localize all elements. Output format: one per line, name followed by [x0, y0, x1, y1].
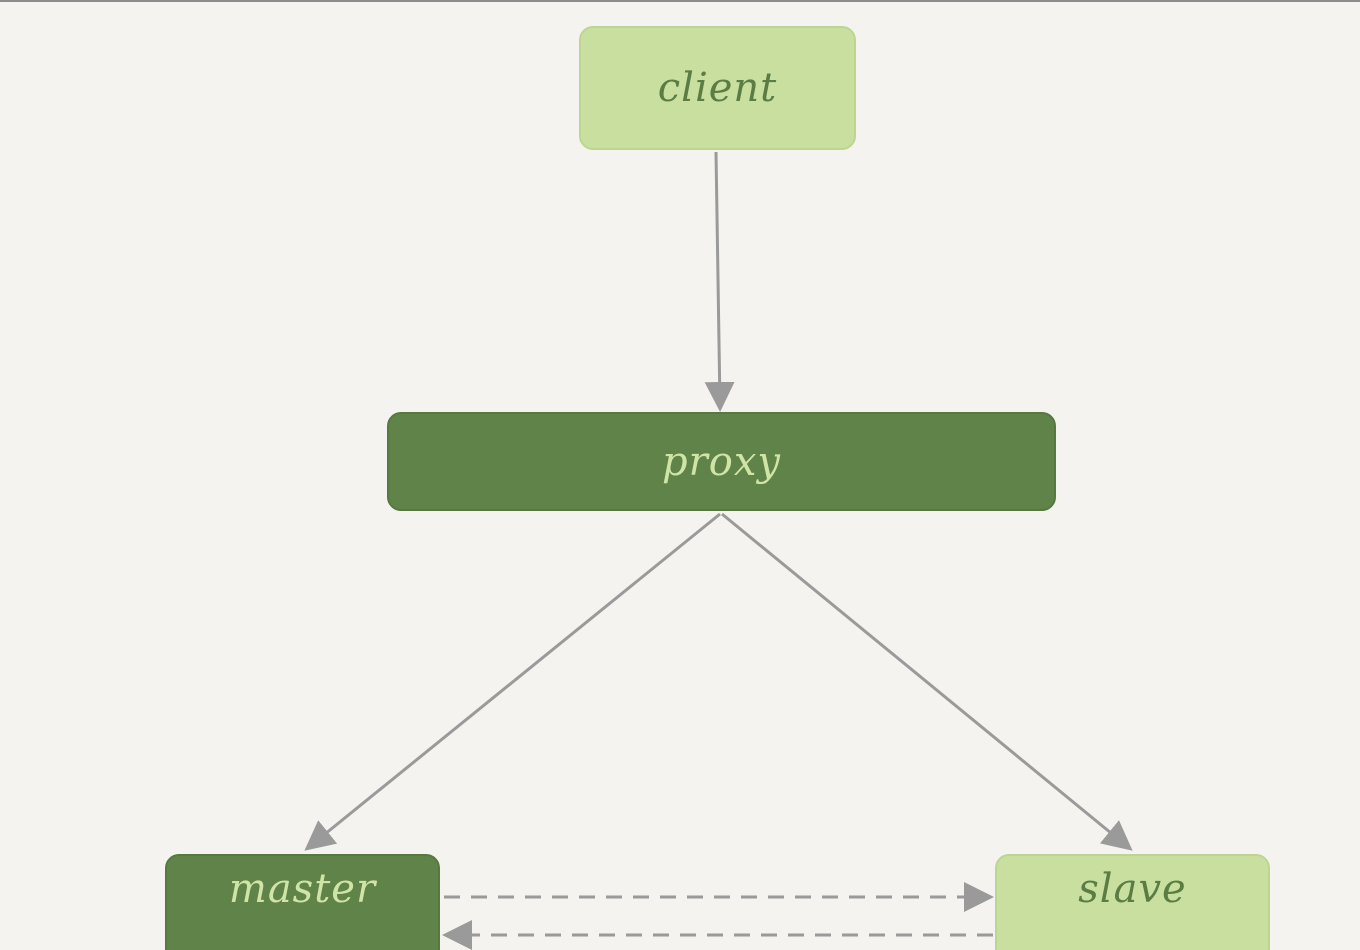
- proxy-label: proxy: [662, 438, 781, 485]
- master-label: master: [228, 866, 377, 912]
- edge-client-to-proxy: [704, 151, 735, 412]
- master-node: master: [165, 854, 440, 950]
- client-label: client: [657, 65, 778, 111]
- slave-node: slave: [995, 854, 1270, 950]
- client-node: client: [579, 26, 856, 150]
- edge-proxy-to-slave: [721, 512, 1133, 851]
- proxy-node: proxy: [387, 412, 1056, 511]
- slave-label: slave: [1078, 866, 1187, 912]
- edge-proxy-to-master: [304, 512, 721, 851]
